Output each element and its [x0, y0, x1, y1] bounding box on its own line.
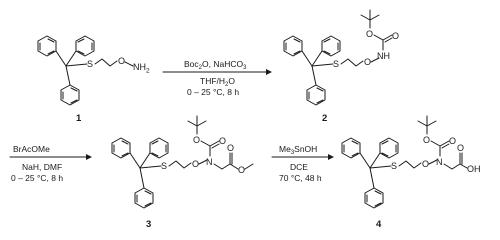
compound-number-2: 2 [322, 113, 327, 124]
sulfur-atom: S [161, 161, 167, 171]
reaction-step-1: Boc2O, NaHCO3 THF/H2O 0 – 25 °C, 8 h [162, 59, 272, 97]
boc-group: O O [360, 9, 399, 51]
oxygen-atom: O [118, 56, 125, 66]
svg-text:O: O [423, 135, 430, 145]
amine-label: NH2 [133, 62, 150, 75]
sulfur-atom: S [87, 59, 93, 69]
temperature-time-1: 0 – 25 °C, 8 h [187, 87, 239, 97]
svg-text:O: O [219, 136, 226, 146]
compound-number-1: 1 [76, 113, 82, 124]
arrowhead-2 [86, 154, 92, 160]
arrowhead-3 [328, 154, 334, 160]
reaction-step-3: Me3SnOH DCE 70 °C, 48 h [271, 144, 334, 183]
boc-group: O O [187, 115, 226, 157]
solvent-below-arrow-3: DCE [290, 162, 308, 172]
sulfur-atom: S [333, 59, 339, 69]
svg-text:O: O [392, 31, 399, 41]
svg-text:O: O [366, 29, 373, 39]
ethylene-chain [94, 58, 118, 67]
solvent-below-arrow-1: THF/H2O [200, 76, 235, 88]
nitrogen-atom: N [436, 157, 443, 167]
boc-group: O O [417, 115, 456, 157]
temperature-time-2: 0 – 25 °C, 8 h [11, 173, 63, 183]
sulfur-atom: S [391, 161, 397, 171]
reagent-above-arrow-2: BrAcOMe [13, 144, 50, 154]
svg-text:O: O [227, 143, 234, 153]
oxygen-atom: O [364, 57, 371, 67]
temperature-time-3: 70 °C, 48 h [279, 173, 322, 183]
compound-number-3: 3 [146, 219, 151, 230]
compound-2: S O NH O O 2 [283, 9, 399, 124]
compound-4: S O N O O O OH 4 [341, 115, 481, 230]
trityl-group [37, 35, 95, 106]
carboxylic-acid-arm: O OH [443, 143, 481, 174]
reagent-above-arrow-3: Me3SnOH [279, 144, 317, 156]
svg-text:O: O [238, 165, 245, 175]
compound-3: S O N O O O O 3 [111, 115, 254, 230]
methyl-ester-arm: O O [213, 143, 254, 175]
hydroxyl-label: OH [467, 164, 481, 174]
svg-text:O: O [449, 136, 456, 146]
nh-label: NH [377, 51, 390, 61]
reaction-step-2: BrAcOMe NaH, DMF 0 – 25 °C, 8 h [9, 144, 92, 183]
oxygen-atom: O [192, 159, 199, 169]
svg-text:O: O [457, 143, 464, 153]
base-solvent-below-arrow-2: NaH, DMF [22, 162, 62, 172]
compound-number-4: 4 [376, 219, 382, 230]
trityl-group [341, 137, 399, 209]
reagents-above-arrow-1: Boc2O, NaHCO3 [184, 59, 247, 71]
oxygen-atom: O [422, 159, 429, 169]
nitrogen-atom: N [206, 157, 213, 167]
compound-1: S O NH2 1 [37, 35, 150, 124]
trityl-group [283, 35, 341, 106]
svg-text:O: O [193, 135, 200, 145]
arrowhead-1 [266, 69, 272, 75]
trityl-group [111, 137, 169, 209]
